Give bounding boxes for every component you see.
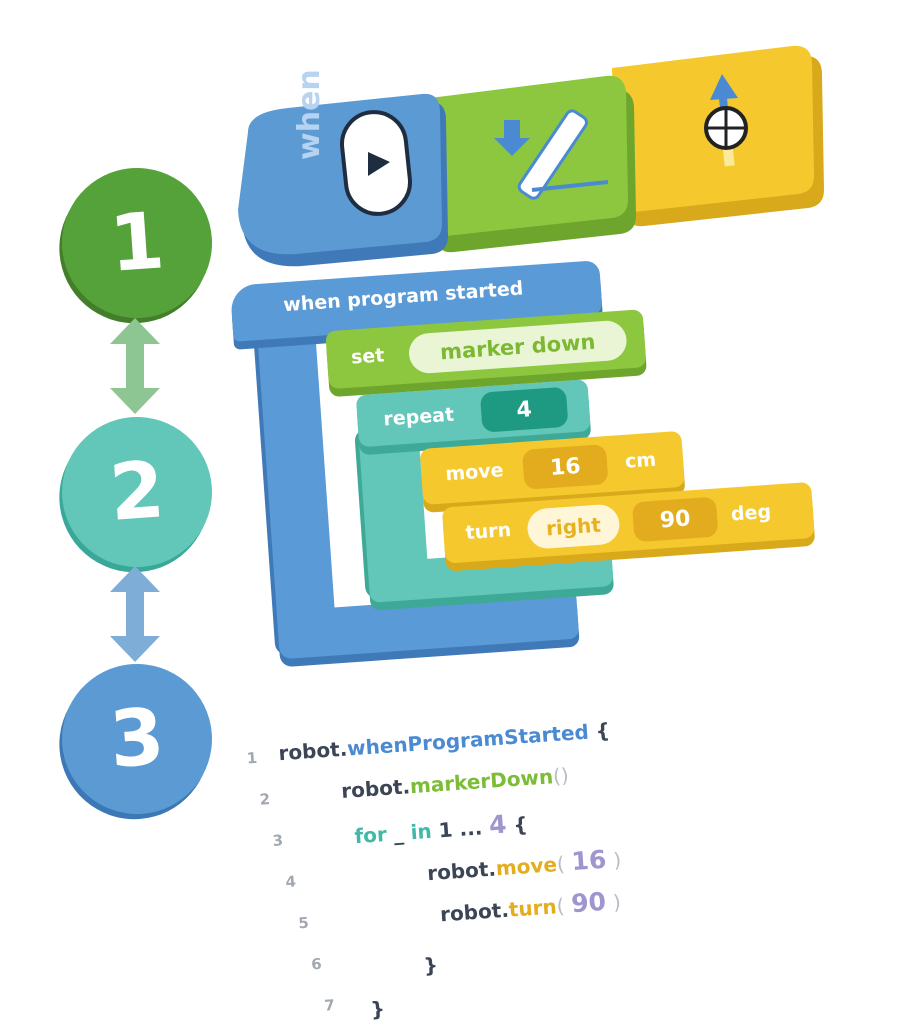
repeat-block: repeat 4	[355, 379, 591, 448]
double-arrow-icon	[110, 566, 160, 662]
hat-block-body	[256, 314, 338, 648]
turn-label: turn	[464, 518, 512, 545]
code-line-1: robot.whenProgramStarted {	[277, 718, 611, 766]
code-line-5: robot.turn( 90 )	[439, 886, 622, 927]
code-line-3: for _ in 1 ... 4 {	[353, 809, 529, 849]
line-number: 2	[259, 790, 271, 809]
line-number: 3	[271, 831, 284, 850]
set-value: marker down	[407, 319, 628, 375]
level-1-badge: 1	[56, 162, 218, 324]
level-3-badge: 3	[56, 658, 218, 820]
code-line-6: }	[422, 952, 439, 978]
code-listing: 1 2 3 4 5 6 7 robot.whenProgramStarted {…	[238, 654, 779, 1021]
move-unit: cm	[624, 448, 657, 473]
move-distance: 16	[521, 444, 609, 490]
move-block-icon	[612, 45, 824, 227]
level-2-badge: 2	[56, 411, 218, 573]
double-arrow-icon	[110, 318, 160, 414]
set-label: set	[350, 344, 386, 369]
turn-direction: right	[526, 503, 621, 550]
icon-block-program	[238, 45, 824, 267]
line-number: 6	[310, 954, 323, 974]
turn-unit: deg	[730, 500, 772, 526]
code-line-4: robot.move( 16 )	[426, 844, 622, 886]
when-label: when	[292, 69, 327, 160]
hat-label: when program started	[282, 277, 524, 317]
repeat-count: 4	[479, 386, 569, 433]
line-number: 5	[297, 913, 310, 933]
code-line-7: }	[369, 996, 386, 1022]
marker-down-block-icon	[428, 75, 636, 253]
line-number: 4	[284, 872, 297, 892]
move-label: move	[444, 459, 505, 486]
repeat-label: repeat	[382, 403, 455, 431]
when-trigger-block	[238, 93, 448, 267]
text-block-program: when program started repeat 4 set marker…	[228, 221, 816, 679]
turn-angle: 90	[631, 496, 719, 543]
code-line-2: robot.markerDown()	[340, 763, 570, 804]
line-number: 1	[246, 748, 258, 768]
line-number: 7	[323, 996, 336, 1015]
